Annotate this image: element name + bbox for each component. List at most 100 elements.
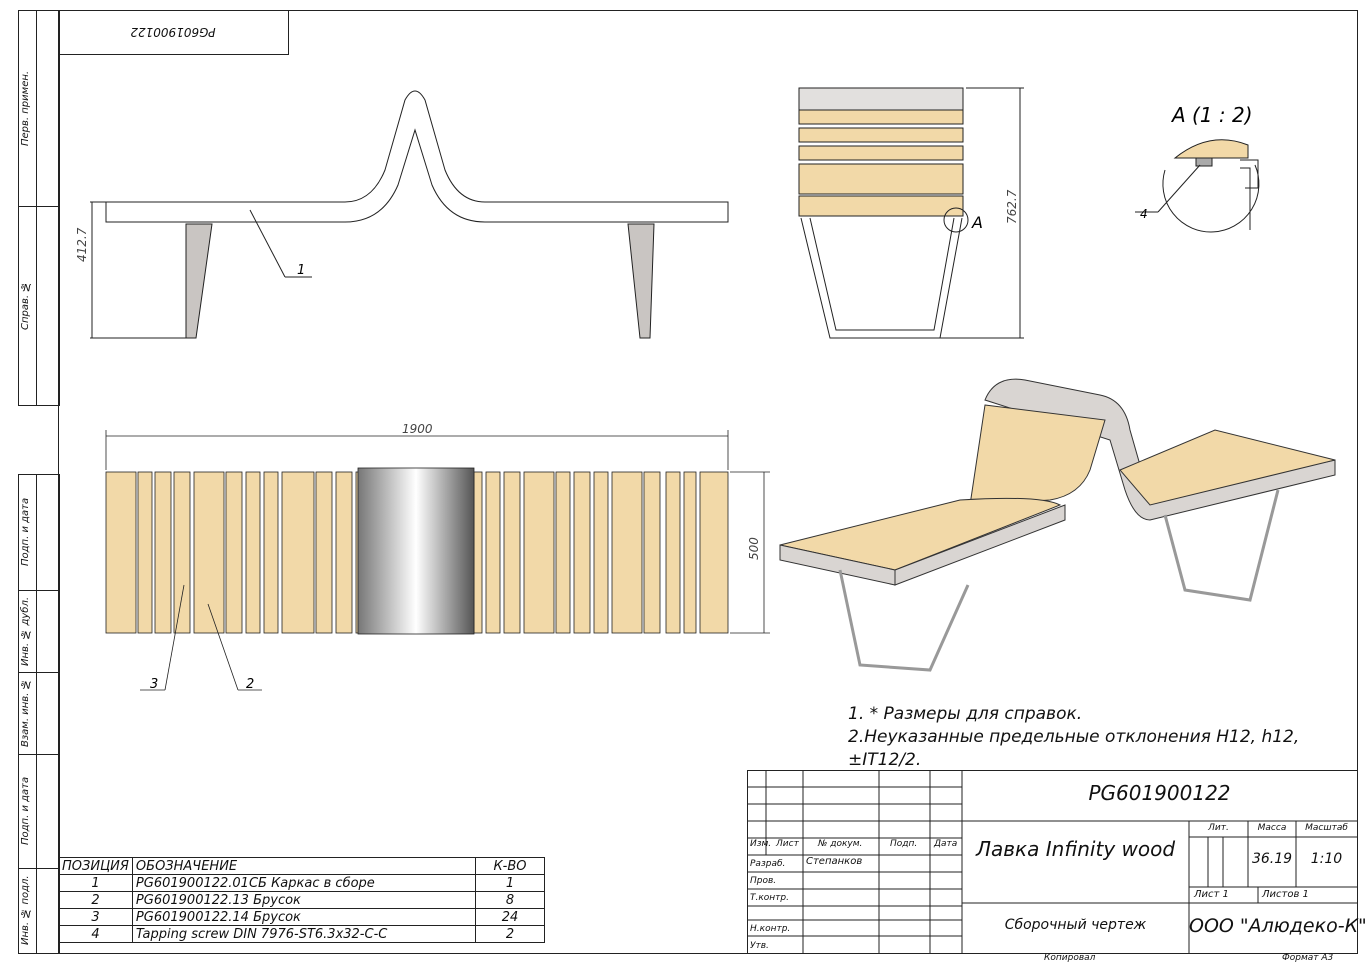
front-dim-height: 412.7 [75, 227, 89, 262]
detail-marker: А [971, 213, 983, 232]
copied-label: Копировал [1044, 953, 1096, 963]
header-position: ПОЗИЦИЯ [58, 857, 133, 875]
top-view [105, 430, 770, 691]
wood-slat [593, 471, 609, 634]
col-doc: № докум. [818, 839, 863, 849]
note-1: 1. * Размеры для справок. [848, 704, 1083, 724]
strip-line [18, 590, 58, 591]
wood-slat [335, 471, 353, 634]
wood-slat [173, 471, 191, 634]
col-izm: Изм. [750, 839, 772, 849]
cell-qty: 8 [475, 891, 545, 909]
cell-qty: 2 [475, 925, 545, 943]
wood-slat [137, 471, 153, 634]
sheet-number: Лист 1 [1194, 889, 1229, 900]
wood-slat [665, 471, 681, 634]
strip-line [18, 868, 58, 869]
top-dim-width: 500 [747, 537, 761, 560]
title-block: Изм. Лист № докум. Подп. Дата Разраб. Пр… [747, 770, 1367, 955]
callout-1: 1 [297, 263, 305, 278]
role-tkontr: Т.контр. [750, 892, 790, 903]
strip-line [18, 206, 58, 207]
notes: 1. * Размеры для справок. 2.Неуказанные … [848, 703, 1372, 772]
wood-slat [315, 471, 333, 634]
strip-line [18, 754, 58, 755]
strip-top-a [18, 10, 37, 406]
side-dim-height: 762.7 [1005, 189, 1019, 224]
header-designation: ОБОЗНАЧЕНИЕ [131, 857, 477, 875]
lit-label: Лит. [1208, 823, 1229, 833]
wood-slat [699, 471, 729, 634]
wood-slat [105, 471, 137, 634]
role-razrab: Разраб. [750, 859, 786, 869]
detail-view [1135, 139, 1260, 233]
scale-label: Масштаб [1305, 823, 1348, 833]
cell-position: 1 [58, 874, 133, 892]
drawing-frame [58, 10, 1358, 954]
roles: Разраб. Пров. Т.контр. Н.контр. Утв. [750, 856, 790, 955]
isometric-view [779, 378, 1336, 672]
mass-label: Масса [1257, 823, 1287, 833]
wood-slat [555, 471, 571, 634]
strip-top-b [36, 10, 60, 406]
wood-slat [225, 471, 243, 634]
callout-3: 3 [150, 677, 158, 692]
designation: PG601900122 [1088, 781, 1231, 805]
cell-qty: 24 [475, 908, 545, 926]
leg-right [627, 223, 655, 339]
side-view [798, 87, 1024, 339]
corner-code-box: PG601900122 [58, 10, 289, 55]
wood-slat [683, 471, 697, 634]
wood-slat [193, 471, 225, 634]
wood-slat [643, 471, 661, 634]
backrest-metal-center [357, 467, 475, 635]
role-prov: Пров. [750, 875, 777, 886]
wood-slat [523, 471, 555, 634]
cell-designation: Tapping screw DIN 7976-ST6.3x32-C-C [131, 925, 477, 943]
role-utv: Утв. [750, 940, 769, 951]
cell-designation: PG601900122.13 Брусок [131, 891, 477, 909]
mass-value: 36.19 [1251, 851, 1293, 867]
header-qty: К-ВО [475, 857, 545, 875]
wood-slat [503, 471, 521, 634]
col-list: Лист [776, 839, 799, 849]
callout-4: 4 [1140, 207, 1148, 221]
leg-left [185, 223, 213, 339]
wood-slat [281, 471, 315, 634]
developer-name: Степанков [806, 856, 863, 867]
strip-bottom-b [36, 474, 60, 954]
wood-slat [154, 471, 172, 634]
company-name: ООО "Алюдеко-К" [1189, 915, 1367, 937]
top-dim-length: 1900 [402, 422, 433, 436]
cell-position: 3 [58, 908, 133, 926]
wood-slat [573, 471, 591, 634]
cell-position: 2 [58, 891, 133, 909]
wood-slat [263, 471, 279, 634]
note-2: 2.Неуказанные предельные отклонения H12,… [848, 727, 1300, 770]
cell-position: 4 [58, 925, 133, 943]
doc-type: Сборочный чертеж [1004, 917, 1147, 933]
product-name: Лавка Infinity wood [975, 837, 1176, 861]
strip-line [18, 672, 58, 673]
format-label: Формат А3 [1282, 953, 1334, 963]
parts-table-header: ПОЗИЦИЯ ОБОЗНАЧЕНИЕ К-ВО [58, 857, 545, 875]
cell-qty: 1 [475, 874, 545, 892]
role-nkontr: Н.контр. [750, 924, 791, 935]
bench-frame-profile [105, 90, 729, 223]
wood-slat [245, 471, 261, 634]
scale-value: 1:10 [1310, 851, 1343, 867]
title-block-grid [748, 771, 1357, 953]
wood-slat [611, 471, 643, 634]
sheet-count: Листов 1 [1262, 889, 1309, 900]
cell-designation: PG601900122.14 Брусок [131, 908, 477, 926]
cell-designation: PG601900122.01СБ Каркас в сборе [131, 874, 477, 892]
front-view [90, 90, 729, 339]
strip-bottom-a [18, 474, 37, 954]
